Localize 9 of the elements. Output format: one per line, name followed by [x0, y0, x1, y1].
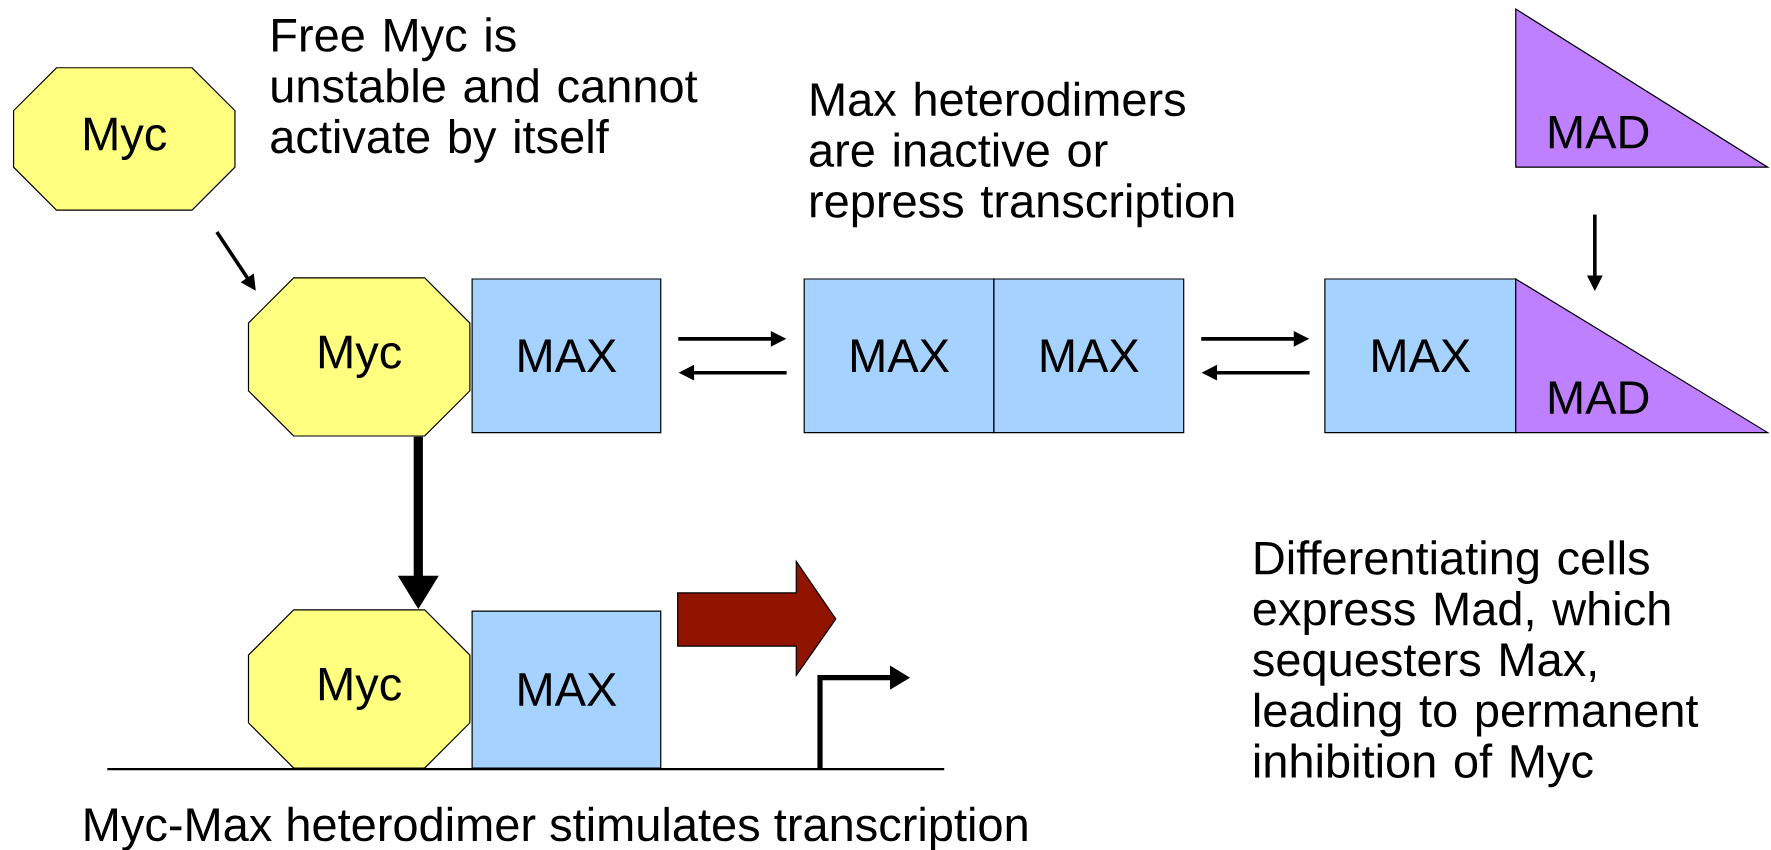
square-box: MAX [471, 278, 662, 433]
square-box: MAX [993, 278, 1185, 433]
note-text: Myc-Max heterodimer stimulates transcription [85, 806, 1027, 850]
note-text: Max heterodimers are inactive or repress transcription [810, 81, 1234, 227]
square-box: MAX [1324, 278, 1517, 433]
note-text: Differentiating cells express Mad, which sequesters Max, leading to permanent inhibition of Myc [1253, 540, 1699, 788]
note-text: Free Myc is unstable and cannot activate by itself [271, 17, 698, 163]
square-box: MAX [803, 278, 995, 433]
square-box: MAX [471, 610, 662, 769]
